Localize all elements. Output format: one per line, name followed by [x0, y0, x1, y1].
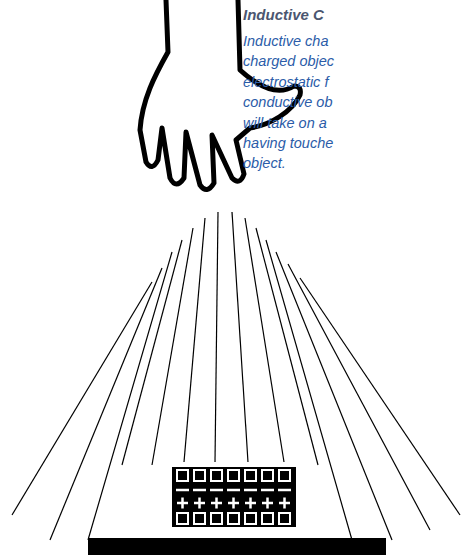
- diagram-title: Inductive C: [243, 6, 324, 23]
- description-line: will take on a: [243, 115, 327, 131]
- negative-charges: [176, 489, 291, 492]
- description-line: conductive ob: [243, 94, 332, 110]
- description-line: having touche: [243, 135, 333, 151]
- ground-bar: [88, 538, 386, 555]
- description-line: charged objec: [243, 53, 334, 69]
- field-lines: [12, 212, 460, 540]
- description-line: electrostatic f: [243, 74, 328, 90]
- positive-charges: [177, 498, 290, 509]
- description-line: object.: [243, 155, 286, 171]
- conductive-object: [172, 467, 296, 527]
- description-line: Inductive cha: [243, 33, 328, 49]
